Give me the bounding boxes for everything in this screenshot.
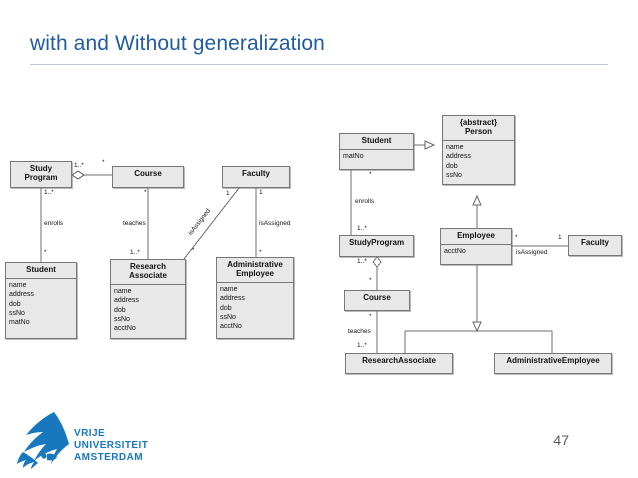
class-box-research-associate[interactable]: Research Associate name address dob ssNo… — [110, 259, 186, 339]
attribute: acctNo — [114, 325, 136, 333]
page-number: 47 — [553, 432, 569, 448]
attribute: name — [114, 287, 132, 295]
class-name: Faculty — [241, 169, 270, 178]
class-name: Student — [340, 134, 413, 150]
attribute: name — [220, 285, 238, 293]
class-box-employee[interactable]: Employee acctNo — [440, 228, 512, 265]
attribute: dob — [114, 306, 126, 314]
association-label-teaches-right: teaches — [348, 328, 371, 335]
attribute-list: name address dob ssNo acctNo — [217, 283, 293, 334]
title-divider — [30, 64, 608, 65]
class-box-course[interactable]: Course — [112, 166, 184, 188]
class-name: StudyProgram — [348, 238, 405, 247]
logo-line-3: AMSTERDAM — [74, 452, 144, 464]
attribute: ssNo — [9, 309, 25, 317]
association-label-isassigned-ae: isAssigned — [259, 220, 291, 227]
class-name: Study Program — [24, 164, 58, 182]
multiplicity-course-ra-b: 1..* — [130, 249, 140, 256]
attribute-list: name address dob ssNo matNo — [6, 279, 76, 330]
vrije-universiteit-amsterdam-logo — [17, 412, 69, 469]
class-box-student[interactable]: Student name address dob ssNo matNo — [5, 262, 77, 339]
class-box-faculty[interactable]: Faculty — [222, 166, 290, 188]
class-box-faculty-right[interactable]: Faculty — [568, 235, 622, 256]
page-title: with and Without generalization — [30, 32, 325, 55]
attribute: dob — [9, 300, 21, 308]
attribute: dob — [446, 162, 458, 170]
attribute: ssNo — [446, 171, 462, 179]
class-box-administrative-employee-right[interactable]: AdministrativeEmployee — [494, 353, 612, 374]
class-name: {abstract} Person — [443, 116, 514, 141]
association-label-enrolls-right: enrolls — [355, 198, 375, 205]
multiplicity-studyprogram-course-right-a: 1..* — [357, 258, 367, 265]
multiplicity-employee-faculty-a: * — [515, 234, 518, 241]
class-name: AdministrativeEmployee — [506, 356, 600, 365]
multiplicity-studyprogram-student-b: * — [44, 249, 47, 256]
class-box-research-associate-right[interactable]: ResearchAssociate — [345, 353, 453, 374]
griffin-icon — [17, 412, 69, 469]
class-box-administrative-employee[interactable]: Administrative Employee name address dob… — [216, 257, 294, 339]
class-name: Faculty — [580, 238, 609, 247]
logo-wordmark-text: VRIJE UNIVERSITEIT AMSTERDAM — [74, 428, 148, 465]
class-name: Administrative Employee — [217, 258, 293, 283]
class-name: Employee — [441, 229, 511, 245]
logo-line-2: UNIVERSITEIT — [74, 440, 149, 452]
multiplicity-faculty-ra-b: * — [192, 247, 195, 254]
attribute: acctNo — [220, 323, 242, 331]
attribute: address — [220, 295, 245, 303]
association-label-enrolls: enrolls — [44, 220, 64, 227]
multiplicity-course-ra-right-a: * — [369, 313, 372, 320]
attribute: matNo — [9, 319, 30, 327]
attribute-list: acctNo — [441, 245, 511, 259]
class-box-studyprogram-right[interactable]: StudyProgram — [339, 235, 414, 257]
attribute: ssNo — [114, 315, 130, 323]
attribute-list: matNo — [340, 150, 413, 164]
multiplicity-studyprogram-course-right-b: * — [369, 277, 372, 284]
class-name: Research Associate — [111, 260, 185, 285]
multiplicity-faculty-ra-a: 1 — [226, 190, 230, 197]
association-label-isassigned-right: isAssigned — [516, 249, 548, 256]
attribute: address — [9, 291, 34, 299]
multiplicity-studyprogram-student-a: 1..* — [44, 189, 54, 196]
class-name: Course — [134, 169, 162, 178]
attribute: ssNo — [220, 313, 236, 321]
class-box-course-right[interactable]: Course — [344, 290, 410, 311]
multiplicity-studyprogram-course-a: 1..* — [74, 162, 84, 169]
attribute: name — [446, 143, 464, 151]
attribute-list: name address dob ssNo acctNo — [111, 285, 185, 336]
attribute-list: name address dob ssNo — [443, 141, 514, 183]
multiplicity-student-studyprogram-a: * — [369, 171, 372, 178]
multiplicity-studyprogram-course-b: * — [102, 159, 105, 166]
attribute: address — [446, 153, 471, 161]
attribute: dob — [220, 304, 232, 312]
multiplicity-faculty-ae-a: 1 — [259, 189, 263, 196]
class-box-person[interactable]: {abstract} Person name address dob ssNo — [442, 115, 515, 185]
attribute: address — [114, 297, 139, 305]
association-label-teaches: teaches — [123, 220, 146, 227]
attribute: name — [9, 281, 27, 289]
multiplicity-employee-faculty-b: 1 — [558, 234, 562, 241]
class-box-student-right[interactable]: Student matNo — [339, 133, 414, 170]
class-name: Student — [6, 263, 76, 279]
multiplicity-course-ra-a: * — [144, 189, 147, 196]
multiplicity-course-ra-right-b: 1..* — [357, 342, 367, 349]
class-name: Course — [363, 293, 391, 302]
class-box-study-program[interactable]: Study Program — [10, 161, 72, 188]
multiplicity-student-studyprogram-b: 1..* — [357, 225, 367, 232]
multiplicity-faculty-ae-b: * — [259, 249, 262, 256]
logo-line-1: VRIJE — [74, 428, 106, 439]
attribute: acctNo — [444, 247, 466, 255]
class-name: ResearchAssociate — [362, 356, 436, 365]
attribute: matNo — [343, 152, 364, 160]
